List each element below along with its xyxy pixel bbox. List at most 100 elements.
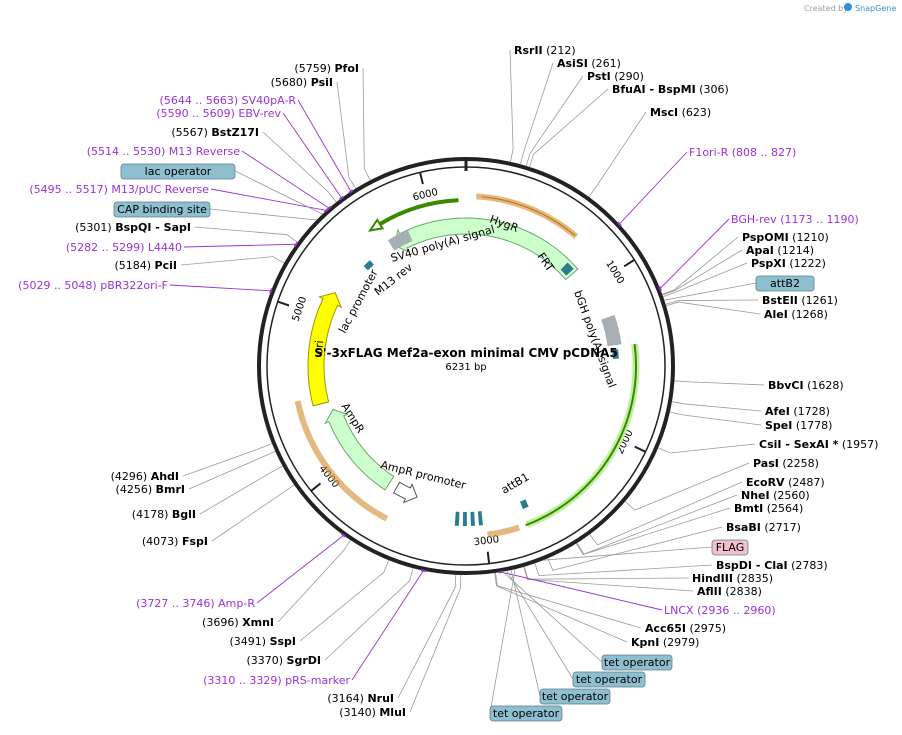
enzyme-name: Acc65I <box>645 622 686 635</box>
enzyme-label[interactable]: (5301) BspQI - SapI <box>75 221 191 234</box>
enzyme-pos: (2487) <box>785 476 825 489</box>
enzyme-name: EcoRV <box>746 476 785 489</box>
enzyme-label[interactable]: SpeI (1778) <box>765 419 832 432</box>
primer-range: (5282 .. 5299) <box>66 241 148 254</box>
primer-name: F1ori-R <box>689 146 732 159</box>
feature-box-label: tet operator <box>576 673 643 686</box>
enzyme-label[interactable]: RsrII (212) <box>514 44 576 57</box>
primer-leader <box>170 285 271 291</box>
primer-leader <box>257 535 344 603</box>
primer-label[interactable]: F1ori-R (808 .. 827) <box>689 146 796 159</box>
enzyme-label[interactable]: PasI (2258) <box>753 457 819 470</box>
primer-name: BGH-rev <box>731 213 780 226</box>
primer-range: (5495 .. 5517) <box>29 183 111 196</box>
enzyme-label[interactable]: (5184) PciI <box>114 259 177 272</box>
primer-label[interactable]: LNCX (2936 .. 2960) <box>664 604 776 617</box>
enzyme-pos: (5184) <box>114 259 154 272</box>
enzyme-label[interactable]: (3140) MluI <box>339 706 406 719</box>
enzyme-leader <box>200 466 283 514</box>
enzyme-label[interactable]: PspXI (1222) <box>751 257 826 270</box>
enzyme-name: BbvCI <box>768 379 804 392</box>
enzyme-label[interactable]: (5680) PsiI <box>271 76 333 89</box>
enzyme-label[interactable]: CsiI - SexAI * (1957) <box>759 438 878 451</box>
primer-label[interactable]: (3727 .. 3746) Amp-R <box>136 597 255 610</box>
primer-range: (3310 .. 3329) <box>203 674 285 687</box>
enzyme-label[interactable]: PstI (290) <box>587 70 644 83</box>
enzyme-label[interactable]: EcoRV (2487) <box>746 476 825 489</box>
enzyme-label[interactable]: (5567) BstZ17I <box>171 126 259 139</box>
enzyme-label[interactable]: KpnI (2979) <box>631 636 699 649</box>
enzyme-name: BstEII <box>762 294 798 307</box>
enzyme-label[interactable]: (3696) XmnI <box>202 616 274 629</box>
primer-label[interactable]: (3310 .. 3329) pRS-marker <box>203 674 350 687</box>
enzyme-label[interactable]: HindIII (2835) <box>692 572 773 585</box>
primer-label[interactable]: (5590 .. 5609) EBV-rev <box>156 107 281 120</box>
enzyme-name: KpnI <box>631 636 659 649</box>
enzyme-name: AfeI <box>765 405 790 418</box>
enzyme-label[interactable]: BmtI (2564) <box>734 502 803 515</box>
primer-leader <box>242 151 329 208</box>
enzyme-leader <box>666 302 760 314</box>
box-leader <box>210 209 316 220</box>
enzyme-leader <box>662 237 738 294</box>
enzyme-label[interactable]: NheI (2560) <box>741 489 810 502</box>
enzyme-pos: (2717) <box>761 521 801 534</box>
enzyme-label[interactable]: AleI (1268) <box>764 308 828 321</box>
primer-label[interactable]: (5514 .. 5530) M13 Reverse <box>87 145 240 158</box>
enzyme-label[interactable]: (4178) BglI <box>132 508 196 521</box>
enzyme-leader <box>672 402 761 411</box>
primer-range: (1173 .. 1190) <box>780 213 859 226</box>
feature-box-label: tet operator <box>604 656 671 669</box>
enzyme-name: PfoI <box>335 62 360 75</box>
enzyme-label[interactable]: ApaI (1214) <box>746 244 814 257</box>
enzyme-label[interactable]: Acc65I (2975) <box>645 622 726 635</box>
primer-leader <box>660 219 729 288</box>
feature-box-label: lac operator <box>145 165 212 178</box>
primer-name: pBR322ori-F <box>100 279 168 292</box>
primer-leader <box>501 572 662 610</box>
primer-label[interactable]: (5495 .. 5517) M13/pUC Reverse <box>29 183 209 196</box>
attb1-label-group: attB1 <box>499 470 531 496</box>
enzyme-label[interactable]: BspDI - ClaI (2783) <box>716 559 828 572</box>
primer-site-mark <box>421 570 426 571</box>
lacpromoter-label: lac promoter <box>336 267 381 336</box>
enzyme-label[interactable]: (3370) SgrDI <box>246 654 321 667</box>
enzyme-label[interactable]: AsiSI (261) <box>557 57 621 70</box>
enzyme-leader <box>658 444 755 453</box>
enzyme-pos: (2783) <box>788 559 828 572</box>
enzyme-name: RsrII <box>514 44 543 57</box>
enzyme-label[interactable]: BfuAI - BspMI (306) <box>612 83 729 96</box>
enzyme-name: PsiI <box>311 76 333 89</box>
enzyme-label[interactable]: AflII (2838) <box>697 585 762 598</box>
primer-name: SV40pA-R <box>242 94 297 107</box>
primer-name: M13/pUC Reverse <box>111 183 209 196</box>
credit-created-by: Created by <box>804 4 848 13</box>
enzyme-pos: (2560) <box>770 489 810 502</box>
enzyme-label[interactable]: (5759) PfoI <box>294 62 359 75</box>
enzyme-label[interactable]: BsaBI (2717) <box>726 521 801 534</box>
enzyme-label[interactable]: BbvCI (1628) <box>768 379 844 392</box>
enzyme-label[interactable]: (3164) NruI <box>327 692 394 705</box>
primer-label[interactable]: BGH-rev (1173 .. 1190) <box>731 213 859 226</box>
enzyme-name: XmnI <box>242 616 274 629</box>
enzyme-pos: (3491) <box>229 635 269 648</box>
enzyme-name: SspI <box>270 635 296 648</box>
enzyme-name: BmtI <box>734 502 763 515</box>
primer-label[interactable]: (5029 .. 5048) pBR322ori-F <box>18 279 168 292</box>
enzyme-label[interactable]: (4073) FspI <box>142 535 208 548</box>
enzyme-label[interactable]: AfeI (1728) <box>765 405 830 418</box>
primer-label[interactable]: (5282 .. 5299) L4440 <box>66 241 182 254</box>
enzyme-pos: (2838) <box>722 585 762 598</box>
enzyme-label[interactable]: (3491) SspI <box>229 635 296 648</box>
enzyme-label[interactable]: (4296) AhdI <box>111 470 179 483</box>
enzyme-pos: (1214) <box>774 244 814 257</box>
enzyme-label[interactable]: MscI (623) <box>650 106 711 119</box>
enzyme-leader <box>529 89 608 167</box>
primer-leader <box>352 571 423 680</box>
enzyme-name: PasI <box>753 457 779 470</box>
enzyme-label[interactable]: (4256) BmrI <box>116 483 185 496</box>
enzyme-label[interactable]: PspOMI (1210) <box>742 231 829 244</box>
primer-label[interactable]: (5644 .. 5663) SV40pA-R <box>160 94 297 107</box>
enzyme-name: PspXI <box>751 257 786 270</box>
enzyme-label[interactable]: BstEII (1261) <box>762 294 838 307</box>
